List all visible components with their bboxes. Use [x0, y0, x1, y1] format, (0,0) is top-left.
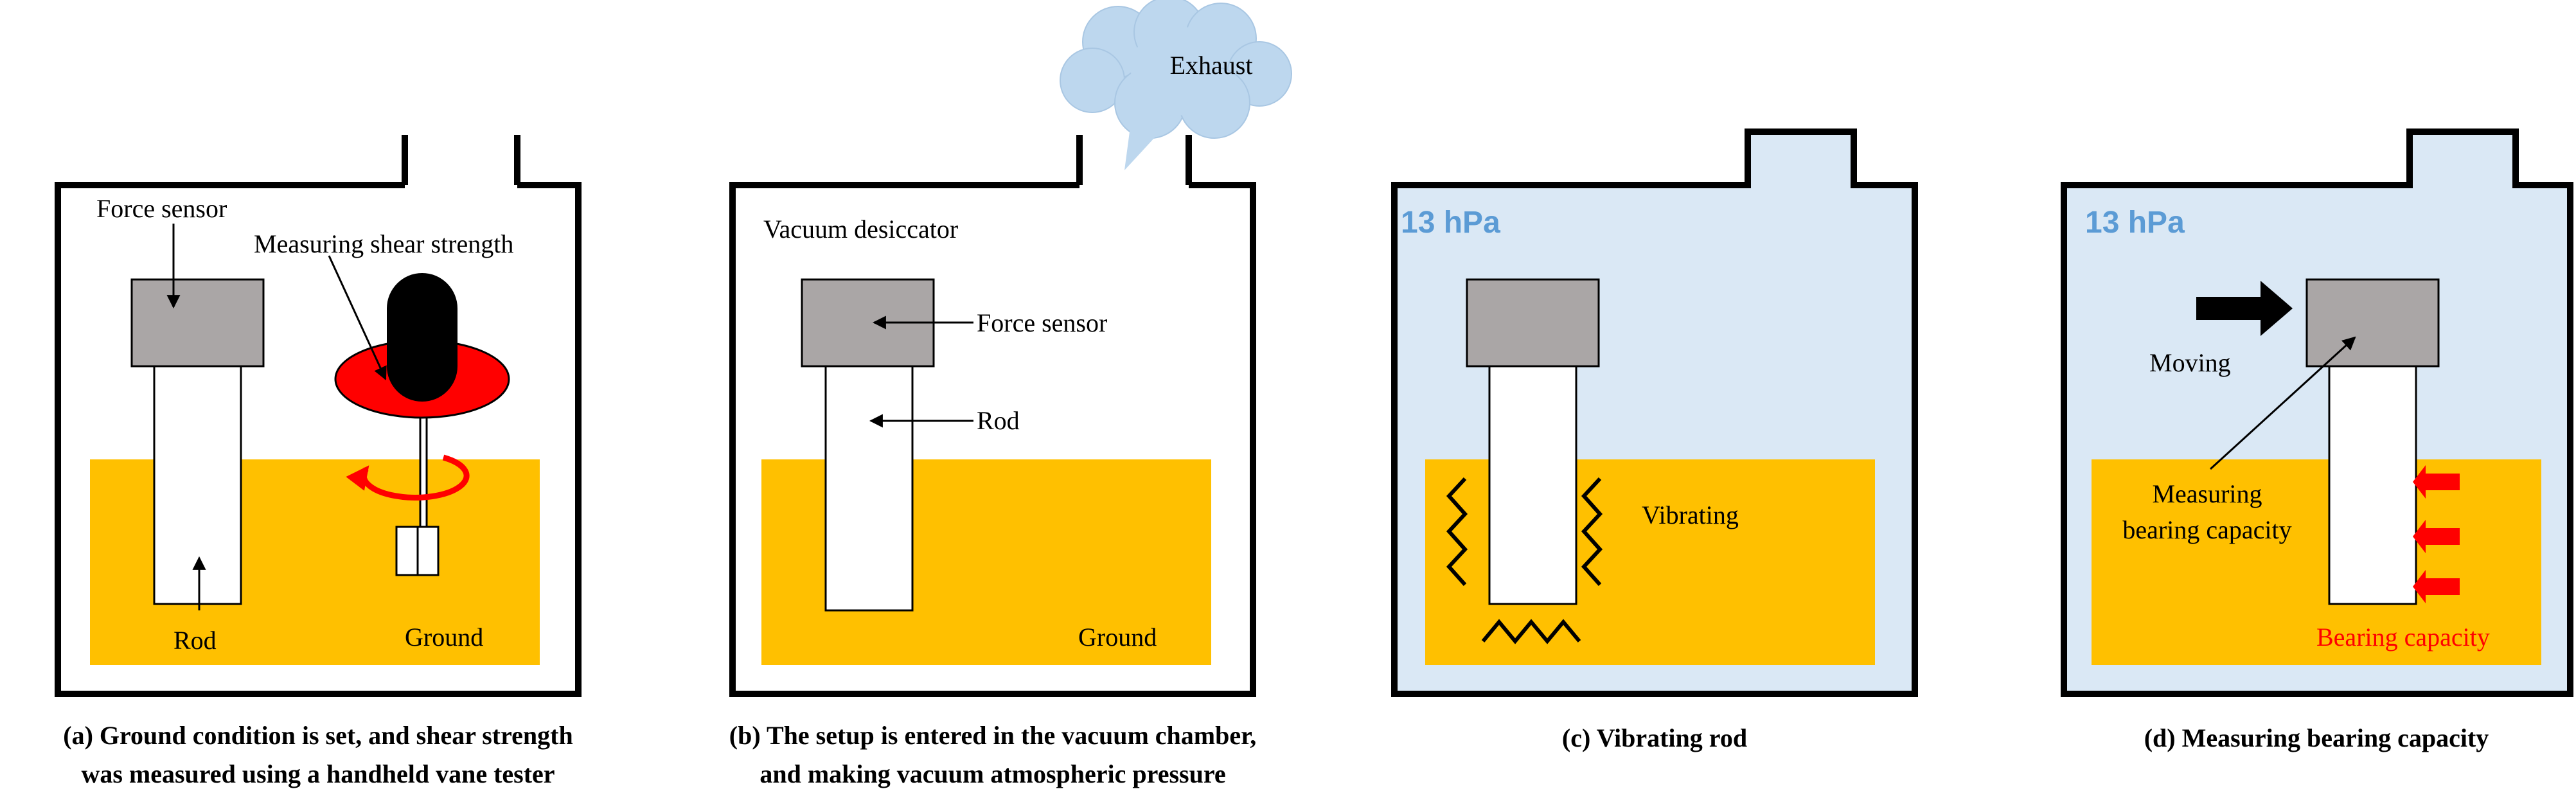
panel-c: 13 hPa Vibrating (c) Vibrating rod [1391, 129, 1918, 752]
label-exhaust: Exhaust [1170, 51, 1253, 80]
label-measuring-d-line2: bearing capacity [2122, 515, 2291, 544]
chamber-a-outline [55, 135, 582, 697]
rod-b [824, 365, 914, 612]
label-ground-b: Ground [1078, 623, 1157, 652]
caption-b-line1: (b) The setup is entered in the vacuum c… [729, 721, 1256, 750]
vane-handle [387, 273, 457, 402]
force-sensor-c [1466, 278, 1600, 368]
label-rod-a: Rod [173, 626, 217, 655]
arrow-shear [328, 255, 387, 380]
label-bearing-capacity: Bearing capacity [2316, 623, 2490, 652]
label-rod-b: Rod [977, 406, 1020, 435]
vane-tester [334, 273, 510, 576]
vane-shaft [419, 410, 428, 528]
panel-b: Exhaust Vacuum desiccator Force sensor R… [729, 0, 1292, 788]
caption-c: (c) Vibrating rod [1562, 723, 1747, 752]
label-ground-a: Ground [405, 623, 483, 652]
panel-a: Force sensor Measuring shear strength Ro… [55, 135, 582, 788]
panel-d: 13 hPa Moving Measuring bearing capacity… [2061, 129, 2573, 752]
rod-a [153, 365, 242, 605]
label-measuring-d-line1: Measuring [2152, 479, 2262, 508]
bearing-arrow-1-icon [2413, 465, 2460, 499]
vibration-bottom-icon [1481, 619, 1581, 644]
caption-b-line2: and making vacuum atmospheric pressure [759, 759, 1225, 788]
label-pressure-c: 13 hPa [1401, 206, 1500, 240]
moving-arrow-icon [2196, 281, 2293, 336]
exhaust-cloud-icon [1060, 0, 1292, 170]
force-sensor-d [2305, 278, 2440, 368]
rod-d [2328, 365, 2417, 605]
label-force-sensor-b: Force sensor [977, 308, 1107, 337]
ground-d [2092, 459, 2541, 665]
vibration-left-icon [1446, 477, 1468, 586]
force-sensor-a [130, 278, 265, 368]
arrow-measuring-d [2209, 336, 2356, 470]
caption-a-line2: was measured using a handheld vane teste… [81, 759, 555, 788]
vibration-right-icon [1581, 477, 1603, 586]
label-vibrating: Vibrating [1642, 501, 1739, 529]
bearing-arrow-3-icon [2413, 570, 2460, 603]
rod-c [1488, 365, 1577, 605]
rotation-arrow-icon [346, 454, 470, 501]
caption-d: (d) Measuring bearing capacity [2144, 723, 2489, 752]
bearing-arrow-2-icon [2413, 520, 2460, 553]
label-moving: Moving [2149, 348, 2231, 377]
label-vacuum-desiccator: Vacuum desiccator [763, 215, 958, 244]
label-force-sensor-a: Force sensor [96, 194, 227, 223]
label-measuring-shear: Measuring shear strength [254, 229, 513, 258]
caption-a-line1: (a) Ground condition is set, and shear s… [63, 721, 573, 750]
chamber-b-outline [729, 135, 1256, 697]
label-pressure-d: 13 hPa [2085, 206, 2185, 240]
